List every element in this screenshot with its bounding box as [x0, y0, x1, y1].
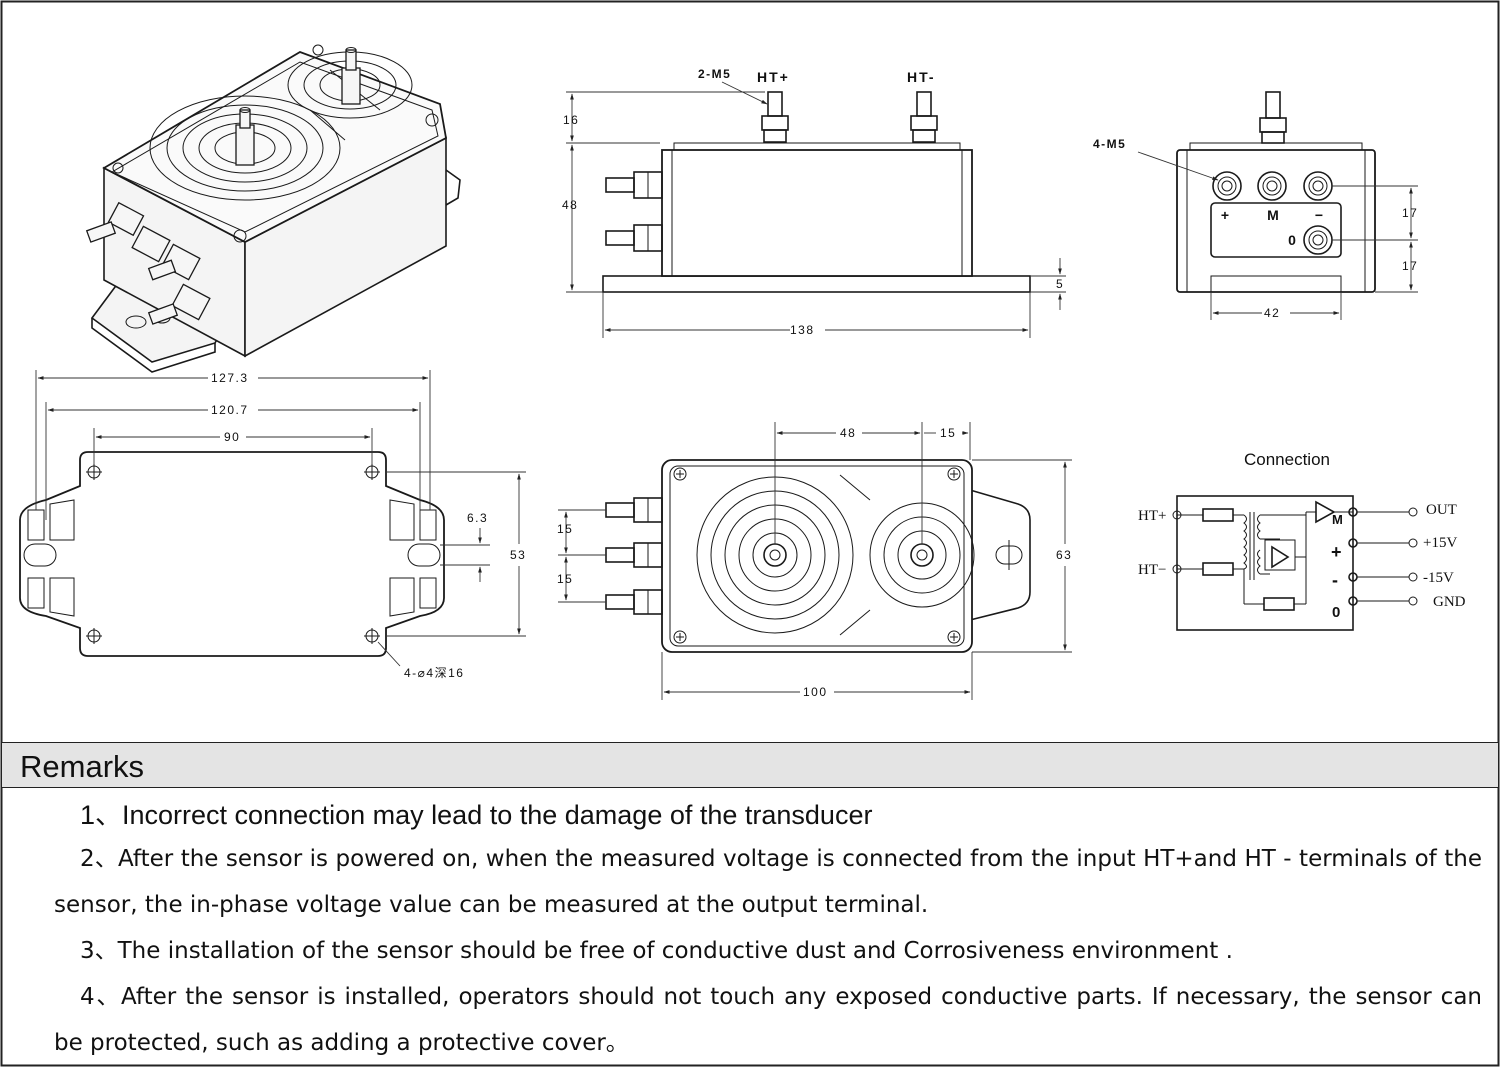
label-ht-minus: HT-	[907, 69, 936, 85]
connection-box	[1176, 495, 1354, 631]
remarks-title: Remarks	[20, 749, 145, 784]
conn-ht-plus: HT+	[1138, 508, 1166, 524]
top-screw-icon	[673, 467, 961, 644]
terminal-minus15-icon	[1408, 572, 1418, 582]
bottom-view: 127.3 120.7 90 53 6.3 4-⌀4深16	[19, 370, 526, 680]
input-resistor-icon	[1202, 562, 1234, 576]
dim-127-3: 127.3	[211, 371, 249, 385]
conn-minus: -	[1332, 570, 1340, 590]
dim-120-7: 120.7	[211, 403, 249, 417]
side-view: 16 48 5 138 2-M5 HT+ HT-	[562, 67, 1066, 338]
connection-title: Connection	[1244, 450, 1330, 469]
dim-17-lower: 17	[1402, 259, 1418, 273]
top-view: 48 15 15 15 63 100	[557, 422, 1072, 700]
front-terminal-icon	[85, 201, 211, 325]
conn-out: OUT	[1426, 502, 1457, 518]
ht-minus-stud-icon	[910, 91, 938, 143]
remark-item: 1、Incorrect connection may lead to the d…	[80, 800, 873, 830]
dim-48: 48	[562, 198, 578, 212]
terminal-gnd-icon	[1408, 596, 1418, 606]
mount-hole	[125, 315, 147, 329]
top-ear	[969, 488, 1031, 622]
end-view: + M − 0 4-M5 17 17 42	[1093, 91, 1418, 320]
conn-plus15: +15V	[1423, 535, 1457, 551]
sense-resistor-icon	[1263, 597, 1295, 611]
conn-gnd: GND	[1433, 594, 1466, 610]
terminal-label-2m5: 2-M5	[698, 67, 731, 81]
end-label-plus: +	[1221, 207, 1231, 223]
end-label-m: M	[1267, 207, 1281, 223]
end-label-zero: 0	[1288, 232, 1298, 248]
top-side-terminal-icon	[605, 497, 663, 615]
remarks-header: Remarks	[2, 742, 1498, 788]
terminal-panel	[1210, 202, 1342, 258]
hole-label: 4-⌀4深16	[404, 666, 464, 680]
dim-100: 100	[803, 685, 828, 699]
terminal-ht-minus-icon	[1172, 564, 1182, 574]
base-outline	[19, 451, 445, 657]
terminal-plus15-icon	[1408, 538, 1418, 548]
dim-17-upper: 17	[1402, 206, 1418, 220]
label-ht-plus: HT+	[757, 69, 790, 85]
sense-amp-icon	[1271, 545, 1290, 569]
dim-90: 90	[224, 430, 240, 444]
conn-m: M	[1332, 512, 1345, 527]
remark-item: 3、The installation of the sensor should …	[80, 938, 1233, 964]
terminal-ht-plus-icon	[1172, 510, 1182, 520]
transformer-icon	[1243, 514, 1247, 570]
remark-item: 2、After the sensor is powered on, when t…	[54, 846, 1482, 918]
conn-minus15: -15V	[1423, 570, 1454, 586]
conn-plus: +	[1331, 542, 1344, 562]
ht-stud-icon	[235, 47, 361, 166]
dim-15-b: 15	[557, 572, 573, 586]
dim-42: 42	[1264, 306, 1280, 320]
terminal-label-4m5: 4-M5	[1093, 137, 1126, 151]
dim-16: 16	[563, 113, 579, 127]
dim-53: 53	[510, 548, 526, 562]
dim-63: 63	[1056, 548, 1072, 562]
dim-138: 138	[790, 323, 815, 337]
end-label-minus: −	[1315, 207, 1325, 223]
dim-15-a: 15	[557, 522, 573, 536]
housing	[661, 149, 973, 277]
ht-plus-stud-icon	[761, 91, 789, 143]
terminal-out-icon	[1408, 507, 1418, 517]
top-stud-icon	[763, 543, 934, 567]
dim-5: 5	[1056, 277, 1064, 291]
dim-6-3: 6.3	[467, 511, 488, 525]
side-terminal-icon	[605, 171, 663, 252]
input-resistor-icon	[1202, 508, 1234, 522]
conn-ht-minus: HT−	[1138, 562, 1166, 578]
dim-15-top: 15	[940, 426, 956, 440]
mount-hole-icon	[86, 464, 380, 644]
corner-screw-icon	[112, 44, 439, 243]
base-plate	[602, 275, 1031, 293]
remark-item: 4、After the sensor is installed, operato…	[54, 984, 1482, 1056]
dim-48-top: 48	[840, 426, 856, 440]
connection-diagram: Connection	[1138, 450, 1466, 631]
conn-zero: 0	[1332, 604, 1342, 621]
isometric-view	[85, 44, 461, 373]
